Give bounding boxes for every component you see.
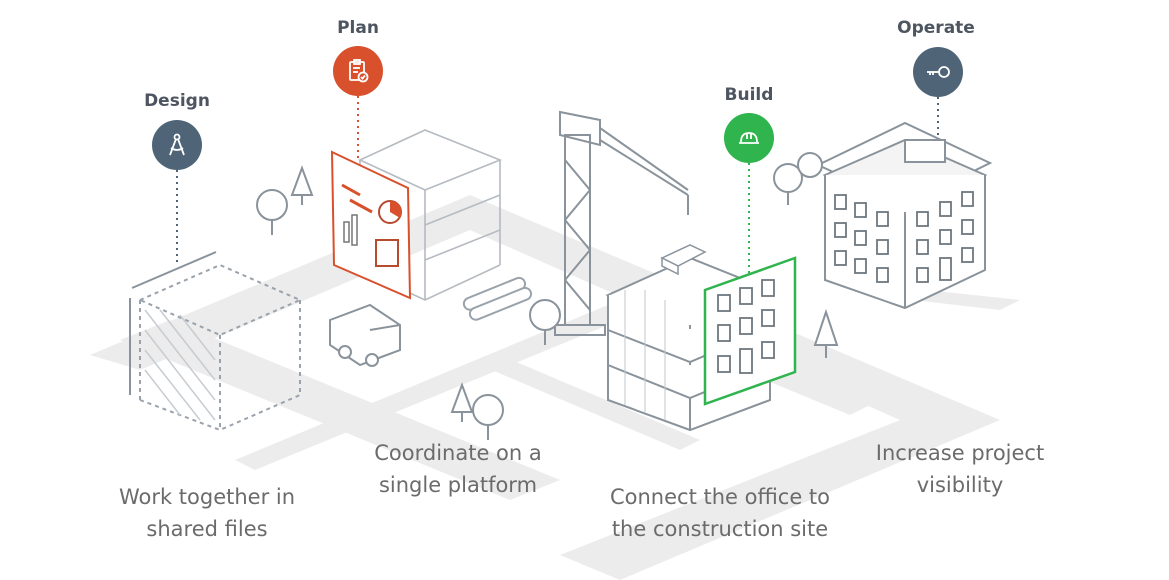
clipboard-icon <box>333 46 383 96</box>
compass-icon <box>152 120 202 170</box>
caption-line: visibility <box>916 473 1004 497</box>
caption-line: Increase project <box>875 441 1045 465</box>
scaffold-lines <box>624 290 666 420</box>
caption-line: single platform <box>378 473 538 497</box>
plan-dashboard-panel <box>330 150 412 300</box>
dump-truck <box>329 303 401 367</box>
build-facade-panel <box>703 256 797 406</box>
pipe-stack <box>462 276 533 321</box>
design-hatched-face <box>144 309 216 421</box>
tower-crane <box>554 110 689 336</box>
caption-office-site: Connect the office to the construction s… <box>590 481 850 545</box>
design-wireframe-cube <box>137 263 303 432</box>
stage-label-plan: Plan <box>337 18 379 38</box>
caption-line: shared files <box>146 517 268 541</box>
brick-load <box>660 244 707 276</box>
office-windows <box>834 191 974 283</box>
dimension-line-top <box>131 251 217 289</box>
caption-single-platform: Coordinate on a single platform <box>353 437 563 501</box>
stage-leader-lines <box>176 96 939 275</box>
caption-line: the construction site <box>611 517 829 541</box>
trees <box>256 152 839 440</box>
key-icon <box>913 47 963 97</box>
caption-line: Work together in <box>118 485 296 509</box>
caption-line: Coordinate on a <box>374 441 542 465</box>
stage-label-build: Build <box>724 85 774 105</box>
caption-shared-files: Work together in shared files <box>97 481 317 545</box>
stage-label-operate: Operate <box>897 18 975 38</box>
hardhat-icon <box>724 113 774 163</box>
stage-label-design: Design <box>144 91 210 111</box>
finished-office-building <box>815 121 993 310</box>
caption-visibility: Increase project visibility <box>855 437 1065 501</box>
caption-line: Connect the office to <box>609 485 831 509</box>
